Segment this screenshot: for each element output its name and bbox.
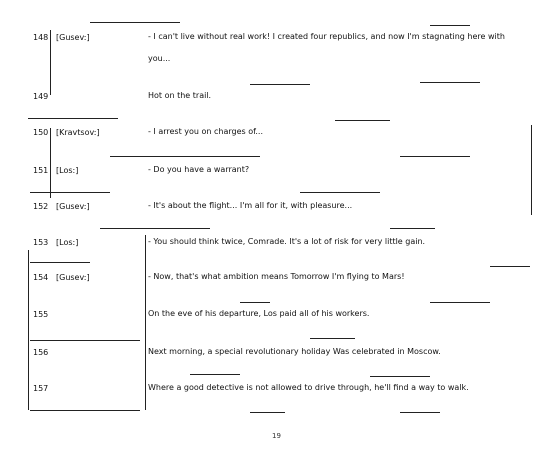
rule-line [335,120,390,121]
line-number: 152 [33,202,49,211]
speaker-label: [Gusev:] [56,273,90,282]
rule-line [90,22,180,23]
rule-line [50,128,51,198]
rule-line [390,228,435,229]
line-number: 153 [33,238,49,247]
speaker-label: [Los:] [56,238,79,247]
line-number: 154 [33,273,49,282]
dialogue-text: - I can't live without real work! I crea… [148,32,505,63]
line-number: 157 [33,384,49,393]
dialogue-text: On the eve of his departure, Los paid al… [148,309,370,318]
rule-line [400,412,440,413]
rule-line [430,25,470,26]
rule-line [30,192,110,193]
dialogue-text: - You should think twice, Comrade. It's … [148,237,426,246]
dialogue-text: - It's about the flight... I'm all for i… [148,201,353,210]
speaker-label: [Gusev:] [56,202,90,211]
dialogue-text: - Do you have a warrant? [148,165,250,174]
rule-line [28,250,29,410]
rule-line [28,118,118,119]
line-number: 151 [33,166,49,175]
rule-line [250,84,310,85]
line-number: 150 [33,128,49,137]
dialogue-text: Next morning, a special revolutionary ho… [148,347,441,356]
rule-line [490,266,530,267]
speaker-label: [Gusev:] [56,33,90,42]
rule-line [420,82,480,83]
rule-line [531,125,532,215]
dialogue-text: - I arrest you on charges of... [148,127,264,136]
rule-line [310,338,355,339]
dialogue-text: - Now, that's what ambition means Tomorr… [148,272,405,281]
rule-line [30,262,90,263]
rule-line [400,156,470,157]
rule-line [30,340,140,341]
rule-line [430,302,490,303]
line-number: 156 [33,348,49,357]
speaker-label: [Kravtsov:] [56,128,100,137]
rule-line [240,302,270,303]
dialogue-text: Where a good detective is not allowed to… [148,383,469,392]
rule-line [190,374,240,375]
line-number: 155 [33,310,49,319]
rule-line [370,376,430,377]
rule-line [300,192,380,193]
speaker-label: [Los:] [56,166,79,175]
page-number: 19 [272,432,281,440]
rule-line [110,156,260,157]
rule-line [30,410,140,411]
rule-line [50,30,51,95]
rule-line [100,228,210,229]
line-number: 148 [33,33,49,42]
rule-line [250,412,285,413]
line-number: 149 [33,92,49,101]
rule-line [145,235,146,410]
dialogue-text: Hot on the trail. [148,91,212,100]
